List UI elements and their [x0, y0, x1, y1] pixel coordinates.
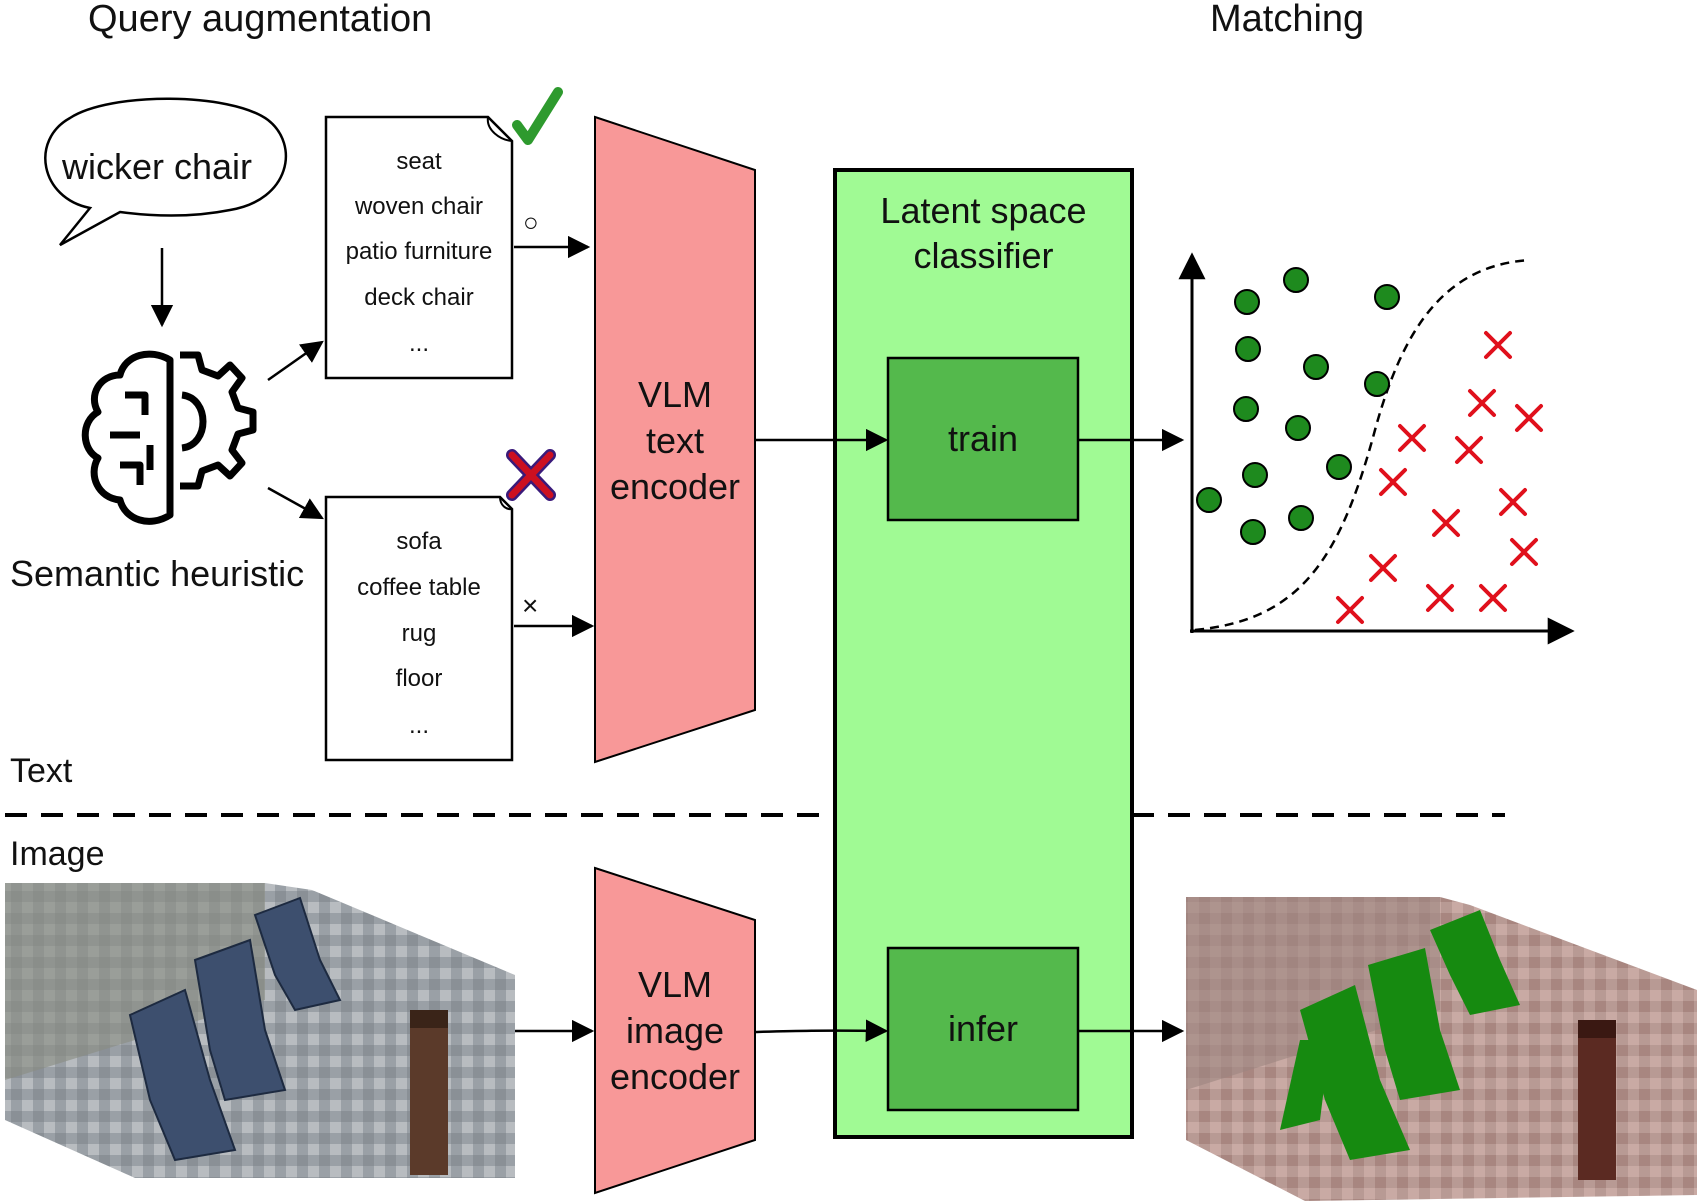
- negative-item: coffee table: [357, 574, 481, 601]
- heuristic-label: Semantic heuristic: [10, 553, 305, 594]
- negative-list-doc: [324, 495, 514, 762]
- negative-point: [1479, 584, 1507, 612]
- positive-point: [1235, 336, 1261, 362]
- section-label-image: Image: [10, 835, 105, 873]
- negative-item: rug: [401, 620, 437, 647]
- output-scene-image: [1186, 897, 1697, 1201]
- negative-point: [1515, 404, 1543, 432]
- negative-item: floor: [395, 665, 443, 692]
- negative-marker: ×: [522, 590, 539, 621]
- section-title-query-augmentation: Query augmentation: [88, 0, 433, 40]
- section-title-matching: Matching: [1210, 0, 1365, 40]
- train-label: train: [947, 418, 1019, 459]
- positive-item: seat: [396, 148, 442, 175]
- positive-item: patio furniture: [345, 238, 493, 265]
- image-encoder-label: VLM image encoder: [609, 964, 741, 1097]
- checkmark-icon: [512, 87, 563, 145]
- negative-point: [1468, 389, 1496, 417]
- positive-item: ...: [408, 330, 429, 357]
- positive-point: [1234, 289, 1260, 315]
- section-label-text: Text: [10, 752, 73, 790]
- positive-point: [1233, 396, 1259, 422]
- positive-point: [1374, 284, 1400, 310]
- negative-point: [1484, 331, 1512, 359]
- negative-point: [1499, 488, 1527, 516]
- positive-point: [1364, 371, 1390, 397]
- positive-point: [1288, 505, 1314, 531]
- negative-point: [1510, 538, 1538, 566]
- train-box: [886, 356, 1080, 522]
- positive-item: woven chair: [354, 193, 484, 220]
- classifier-title: Latent space classifier: [880, 190, 1087, 276]
- negative-point: [1432, 509, 1460, 537]
- negative-point: [1369, 554, 1397, 582]
- negative-item: sofa: [396, 528, 442, 555]
- positive-list-doc: [324, 115, 514, 380]
- positive-point: [1303, 354, 1329, 380]
- negative-point: [1426, 584, 1454, 612]
- scatter-plot: [1178, 252, 1575, 645]
- query-text: wicker chair: [62, 146, 253, 187]
- text-encoder-label: VLM text encoder: [609, 374, 741, 507]
- positive-point: [1283, 267, 1309, 293]
- speech-bubble: [44, 97, 288, 247]
- decision-boundary: [1194, 258, 1531, 632]
- negative-point: [1379, 468, 1407, 496]
- negative-point: [1398, 424, 1426, 452]
- negative-point: [1455, 436, 1483, 464]
- positive-point: [1196, 487, 1222, 513]
- infer-box: [886, 946, 1080, 1112]
- infer-label: infer: [947, 1008, 1019, 1049]
- positive-point: [1285, 415, 1311, 441]
- vlm-text-encoder: [594, 115, 756, 764]
- negative-point: [1336, 596, 1364, 624]
- positive-point: [1326, 454, 1352, 480]
- negative-item: ...: [408, 712, 429, 739]
- positive-marker: ○: [523, 207, 539, 237]
- positive-item: deck chair: [364, 284, 474, 311]
- positive-point: [1242, 462, 1268, 488]
- vlm-image-encoder: [594, 866, 756, 1195]
- input-scene-image: [5, 883, 515, 1178]
- positive-point: [1240, 519, 1266, 545]
- brain-gear-icon: [81, 350, 257, 525]
